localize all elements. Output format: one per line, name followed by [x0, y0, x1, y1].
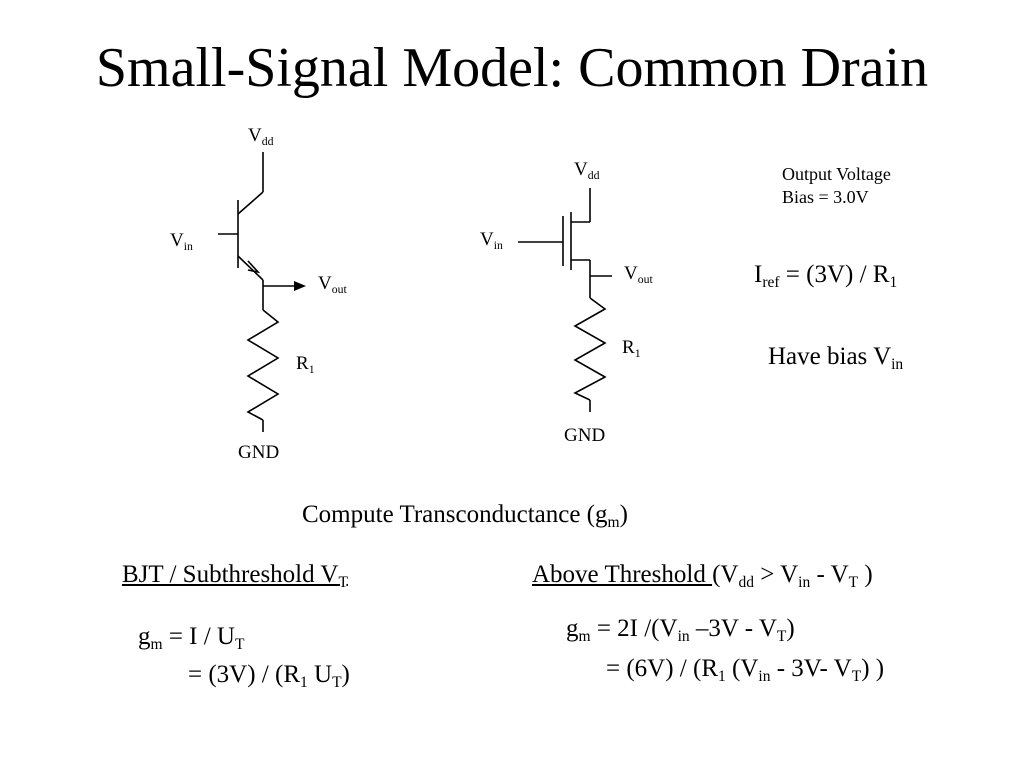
have-bias-note: Have bias Vin	[768, 343, 903, 372]
compute-text: Compute Transconductance (g	[302, 501, 608, 528]
mos-vin-label: Vin	[480, 229, 503, 252]
line2-c: )	[341, 661, 350, 688]
line1-t-sub: T	[776, 627, 787, 645]
line2-t-sub: T	[851, 667, 862, 685]
bjt-r1-label: R1	[296, 353, 315, 376]
line2-r-sub: 1	[300, 673, 308, 691]
bjt-gm-line2: = (3V) / (R1 UT)	[188, 661, 350, 690]
above-section-heading: Above Threshold (Vdd > Vin - VT )	[532, 561, 873, 590]
r1-main: R	[622, 337, 635, 358]
bjt-circuit	[218, 152, 306, 432]
line1-a: = 2I /(V	[590, 615, 678, 642]
above-heading-a: (V	[712, 561, 739, 588]
line2-a: = (3V) / (R	[188, 661, 300, 688]
iref-r-sub: 1	[889, 273, 898, 291]
mos-vdd-label: Vdd	[574, 159, 600, 182]
compute-sub: m	[607, 513, 620, 531]
mos-r1-label: R1	[622, 337, 641, 360]
vdd-main: V	[248, 125, 262, 146]
vdd-main: V	[574, 159, 588, 180]
output-voltage-note: Output Voltage	[782, 164, 891, 184]
line2-d: ) )	[861, 655, 885, 682]
bias-note: Bias = 3.0V	[782, 187, 869, 207]
bjt-section-heading: BJT / Subthreshold VT	[122, 561, 348, 590]
vout-sub: out	[331, 282, 347, 296]
bjt-collector	[237, 191, 264, 215]
line1-in-sub: in	[677, 627, 690, 645]
compute-close: )	[619, 501, 628, 528]
vdd-sub: dd	[587, 168, 600, 182]
gm-sub: m	[578, 627, 591, 645]
mos-gnd-label: GND	[564, 425, 606, 446]
iref-i: I	[754, 261, 763, 288]
r1-main: R	[296, 353, 309, 374]
line1-c: )	[786, 615, 795, 642]
gm-eq: = I / U	[162, 623, 235, 650]
r1-sub: 1	[634, 346, 641, 360]
bjt-vdd-label: Vdd	[248, 125, 274, 148]
vin-main: V	[170, 230, 184, 251]
bjt-gm-line1: gm = I / UT	[138, 623, 244, 652]
line2-b: U	[307, 661, 333, 688]
bjt-vout-arrowhead	[294, 281, 306, 291]
r1-sub: 1	[308, 362, 315, 376]
bjt-emitter-arrow	[247, 260, 261, 274]
above-heading-text: Above Threshold	[532, 561, 713, 588]
have-bias-sub: in	[891, 355, 904, 373]
mos-resistor	[573, 297, 607, 401]
bjt-heading-text: BJT / Subthreshold V	[122, 561, 339, 588]
bjt-emitter	[237, 255, 264, 281]
line2-a: = (6V) / (R	[606, 655, 718, 682]
ut-sub: T	[235, 635, 245, 653]
above-heading-d: )	[858, 561, 873, 588]
vin-sub: in	[493, 238, 503, 252]
bjt-heading-sub: T	[338, 573, 348, 591]
bjt-resistor	[246, 309, 280, 421]
vout-sub: out	[637, 272, 653, 286]
bjt-vout-label: Vout	[318, 273, 347, 296]
compute-heading: Compute Transconductance (gm)	[302, 501, 628, 530]
iref-eq: = (3V) / R	[779, 261, 890, 288]
iref-sub: ref	[762, 273, 780, 291]
mos-vout-label: Vout	[624, 263, 653, 286]
gm-g: g	[138, 623, 151, 650]
line2-in-sub: in	[758, 667, 771, 685]
above-heading-in: in	[798, 573, 811, 591]
above-gm-line1: gm = 2I /(Vin –3V - VT)	[566, 615, 795, 644]
vin-sub: in	[183, 239, 193, 253]
above-gm-line2: = (6V) / (R1 (Vin - 3V- VT) )	[606, 655, 885, 684]
line2-c: - 3V- V	[770, 655, 852, 682]
iref-equation: Iref = (3V) / R1	[754, 261, 897, 290]
line2-b: (V	[725, 655, 759, 682]
mos-circuit	[518, 188, 612, 412]
have-bias-text: Have bias V	[768, 343, 892, 370]
vout-main: V	[318, 273, 332, 294]
line2-u-sub: T	[332, 673, 342, 691]
vdd-sub: dd	[261, 134, 274, 148]
vout-main: V	[624, 263, 638, 284]
bjt-gnd-label: GND	[238, 442, 280, 463]
gm-sub: m	[150, 635, 163, 653]
above-heading-c: - V	[810, 561, 849, 588]
vin-main: V	[480, 229, 494, 250]
line1-b: –3V - V	[689, 615, 777, 642]
gm-g: g	[566, 615, 579, 642]
line2-r-sub: 1	[718, 667, 726, 685]
above-heading-dd: dd	[738, 573, 754, 591]
above-heading-t: T	[848, 573, 859, 591]
bjt-vin-label: Vin	[170, 230, 193, 253]
above-heading-b: > V	[753, 561, 799, 588]
slide-title: Small-Signal Model: Common Drain	[95, 37, 929, 99]
